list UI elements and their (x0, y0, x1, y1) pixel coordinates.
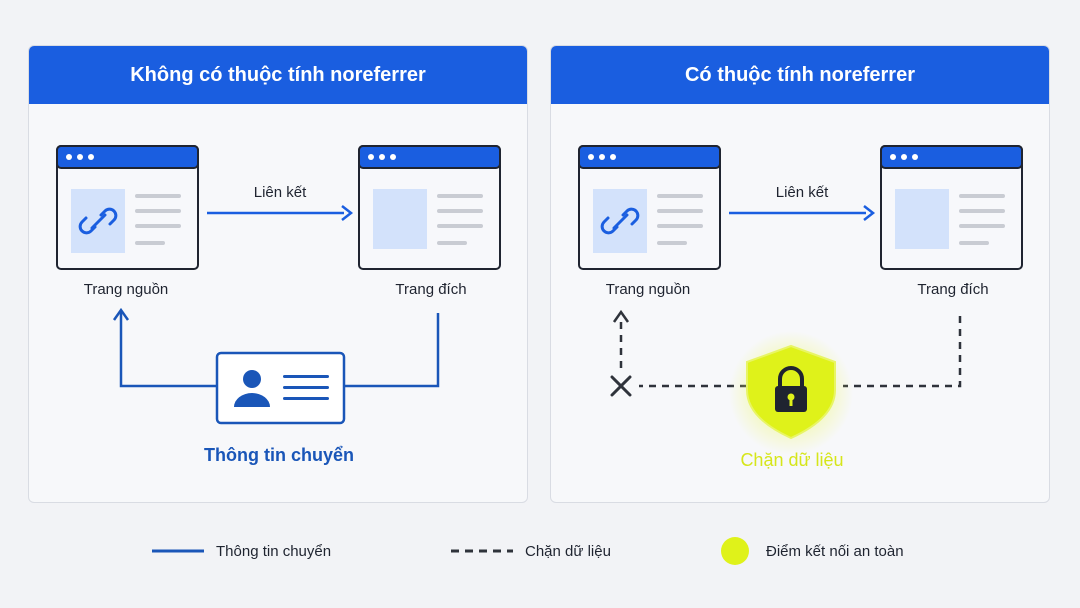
source-page-window (56, 145, 199, 270)
source-page-label: Trang nguồn (605, 281, 691, 298)
link-arrow (207, 205, 354, 221)
panel-without-noreferrer: Không có thuộc tính noreferrer (28, 45, 528, 503)
blocked-flow-line (619, 316, 962, 388)
blocked-x-icon (610, 375, 632, 397)
link-label: Liên kết (253, 184, 307, 201)
solid-line-icon (152, 549, 204, 553)
link-arrow (729, 205, 876, 221)
dest-page-window (880, 145, 1023, 270)
panel-title: Không có thuộc tính noreferrer (29, 46, 527, 104)
blocked-arrow-head (612, 309, 630, 323)
yellow-dot-icon (721, 537, 749, 565)
dashed-line-icon (451, 549, 513, 553)
dest-page-label: Trang đích (395, 281, 467, 298)
link-icon (78, 207, 118, 235)
lock-icon (775, 366, 807, 412)
legend-label: Chặn dữ liệu (525, 542, 611, 560)
source-page-window (578, 145, 721, 270)
diagram-with-noreferrer (578, 145, 1023, 455)
block-data-label: Chặn dữ liệu (740, 450, 844, 470)
dest-page-label: Trang đích (917, 281, 989, 298)
info-flow-line (112, 307, 440, 388)
info-transfer-label: Thông tin chuyển (204, 445, 354, 465)
legend-item-transfer: Thông tin chuyển (152, 538, 331, 564)
link-icon (600, 207, 640, 235)
user-card-icon (215, 351, 346, 425)
link-label: Liên kết (775, 184, 829, 201)
legend-item-block: Chặn dữ liệu (451, 538, 611, 564)
dest-page-window (358, 145, 501, 270)
diagram-without-noreferrer (56, 145, 501, 425)
shield-icon (746, 344, 836, 440)
panel-title: Có thuộc tính noreferrer (551, 46, 1049, 104)
legend-item-safe: Điểm kết nối an toàn (720, 537, 904, 565)
panel-with-noreferrer: Có thuộc tính noreferrer (550, 45, 1050, 503)
legend-label: Điểm kết nối an toàn (766, 542, 904, 560)
source-page-label: Trang nguồn (83, 281, 169, 298)
legend-label: Thông tin chuyển (216, 542, 332, 560)
